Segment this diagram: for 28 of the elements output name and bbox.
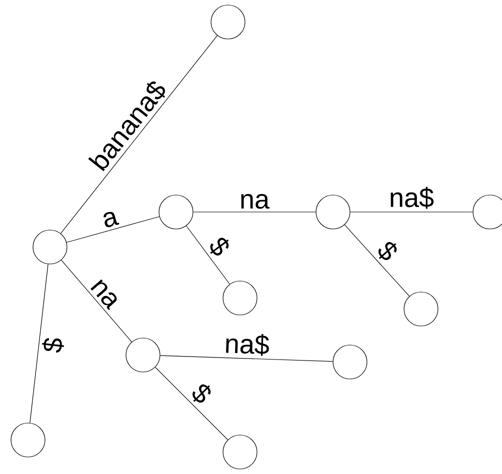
edge-label: $ — [378, 242, 397, 260]
tree-node — [32, 230, 68, 264]
tree-edge — [160, 355, 334, 362]
edge-label: na$ — [226, 334, 269, 356]
edge-label: $ — [42, 338, 64, 353]
edge-label: $ — [192, 384, 211, 403]
tree-node — [404, 292, 438, 326]
tree-node — [210, 4, 246, 40]
edge-label: $ — [210, 238, 229, 256]
tree-node — [222, 434, 258, 470]
tree-node — [10, 422, 46, 458]
edge-label: na — [241, 194, 270, 209]
tree-node — [126, 338, 160, 372]
tree-node — [316, 194, 350, 230]
edge-label: na — [90, 279, 117, 310]
tree-edge — [186, 226, 230, 284]
tree-edge — [61, 260, 132, 342]
tree-edge — [60, 35, 218, 234]
tree-edge — [30, 264, 48, 424]
edge-label: a — [104, 212, 120, 228]
tree-node — [158, 194, 194, 230]
tree-node — [472, 194, 502, 230]
tree-edge — [344, 224, 410, 296]
tree-node — [332, 344, 368, 380]
tree-edge — [154, 366, 228, 440]
tree-node — [222, 280, 258, 316]
tree-edge — [66, 216, 160, 243]
edge-label: na$ — [390, 186, 434, 209]
